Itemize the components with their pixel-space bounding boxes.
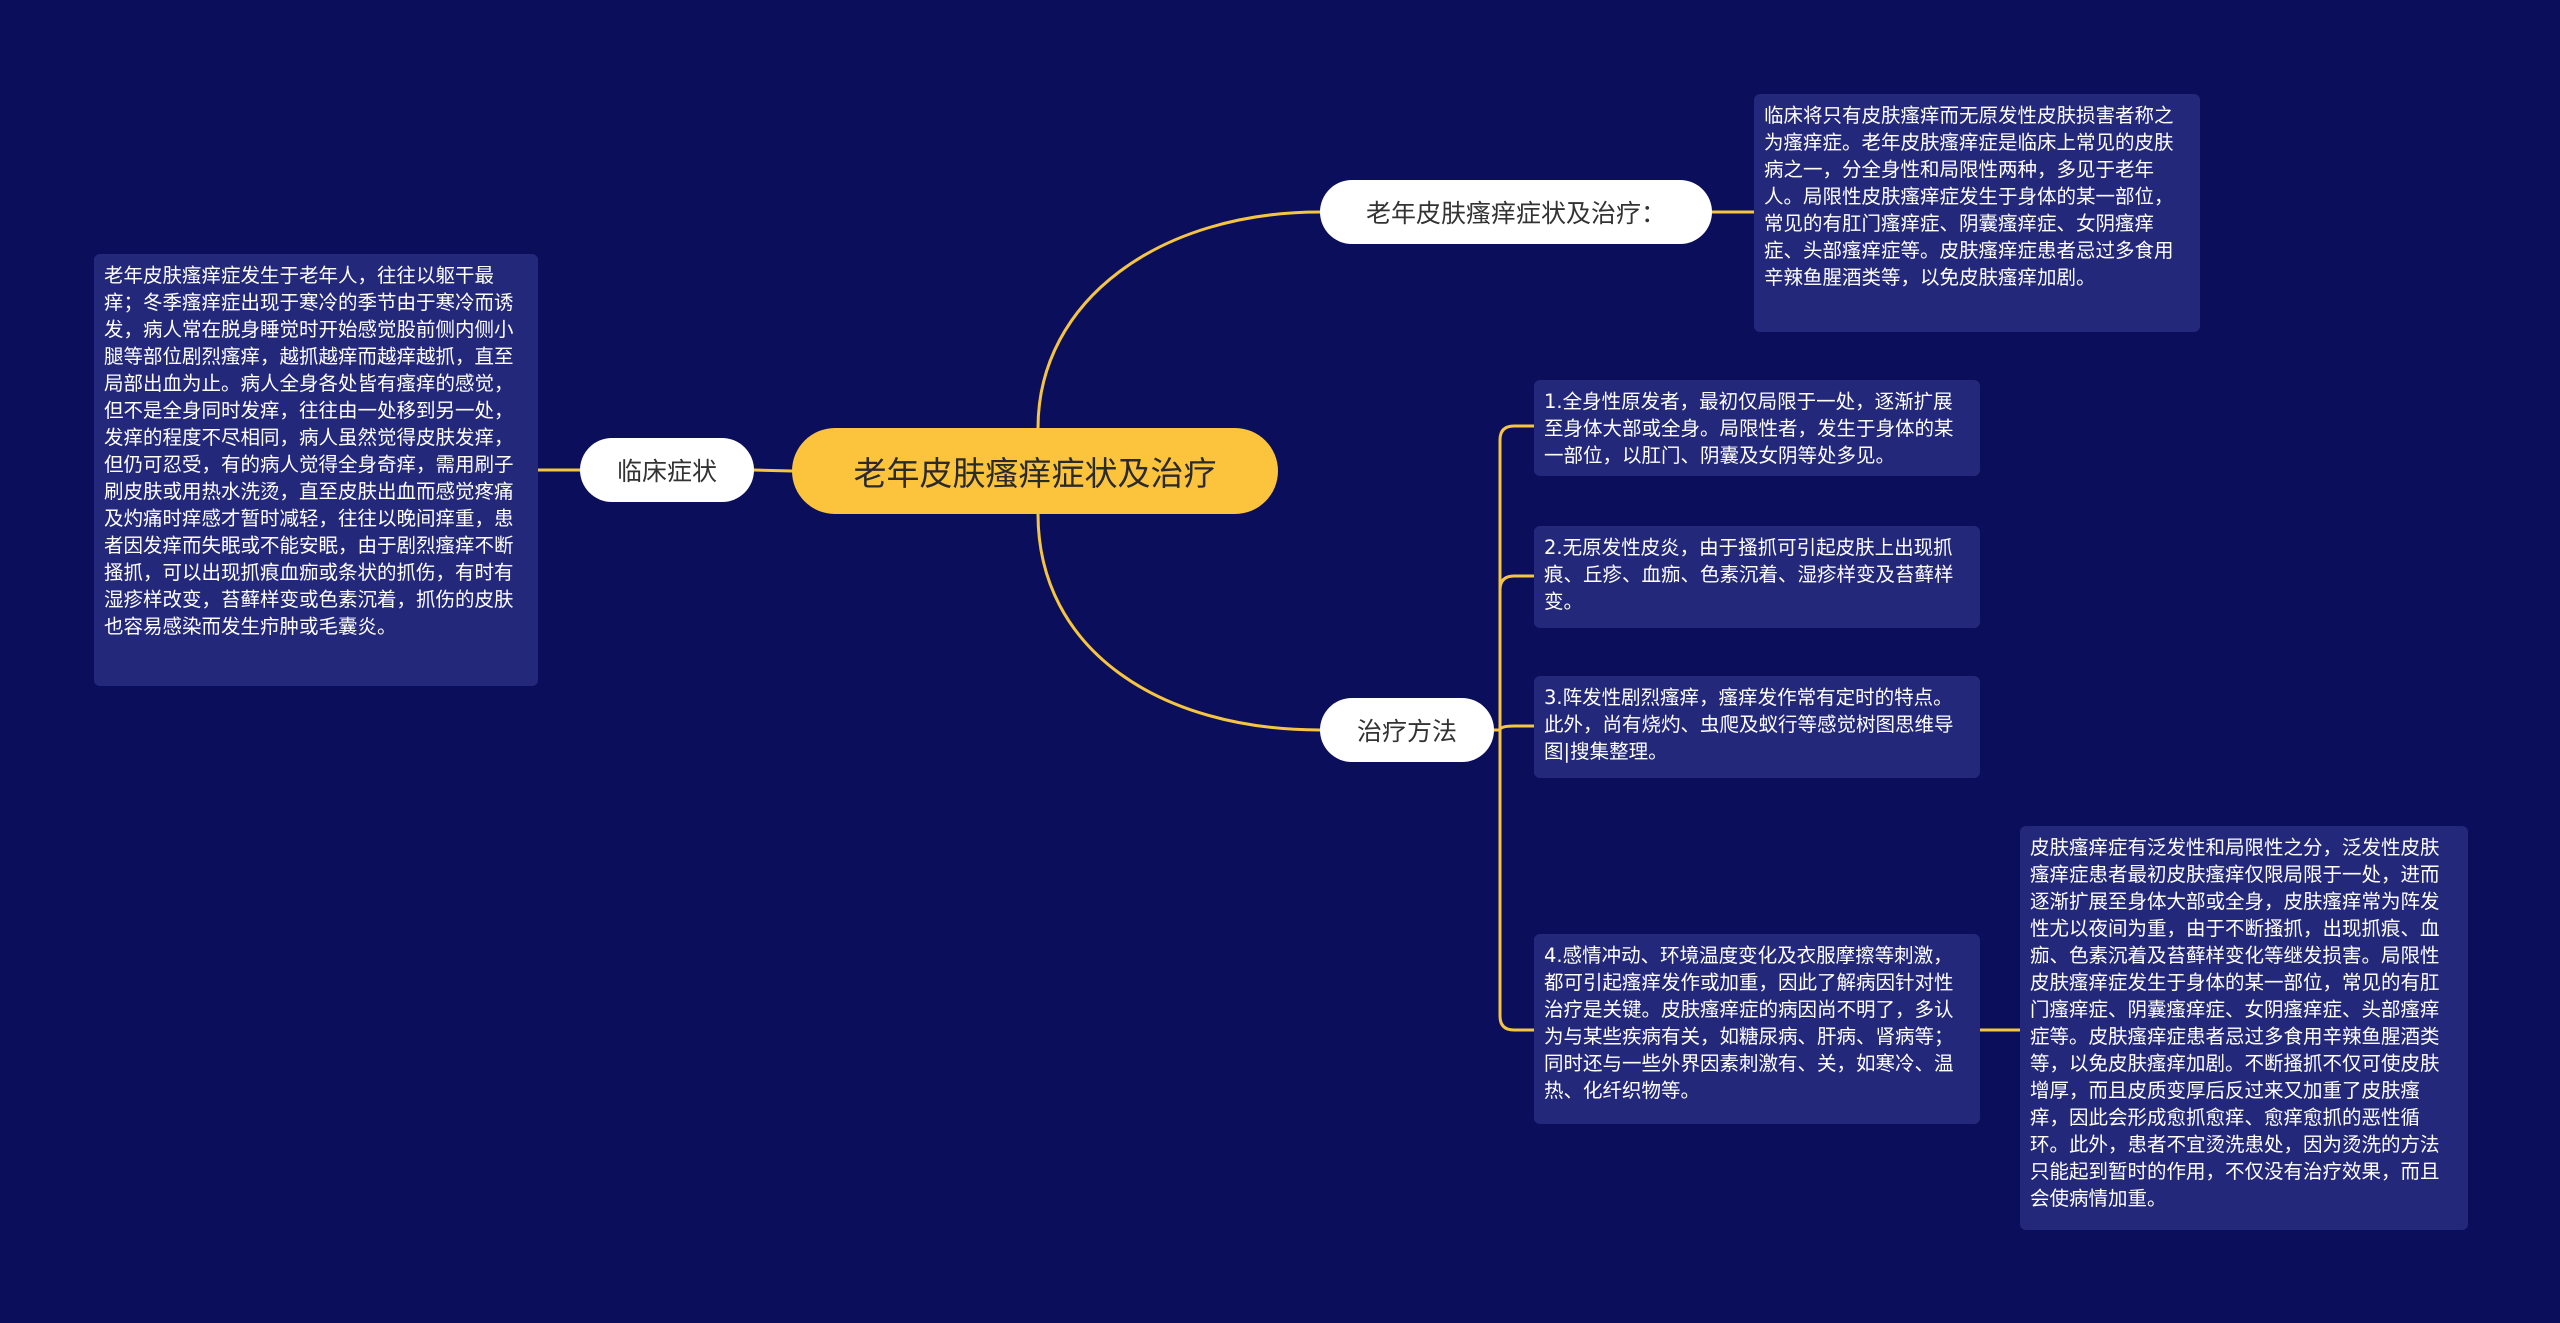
central-topic-label: 老年皮肤瘙痒症状及治疗 bbox=[853, 454, 1217, 493]
treatment-item-2-text: 2.无原发性皮炎，由于搔抓可引起皮肤上出现抓痕、丘疹、血痂、色素沉着、湿疹样变及… bbox=[1544, 536, 1954, 613]
treatment-item-4-card[interactable]: 4.感情冲动、环境温度变化及衣服摩擦等刺激，都可引起瘙痒发作或加重，因此了解病因… bbox=[1534, 934, 1980, 1124]
connector-center-topic bbox=[1036, 210, 1322, 430]
branch-treatment-methods-label: 治疗方法 bbox=[1356, 717, 1457, 746]
clinical-symptoms-detail-card[interactable]: 老年皮肤瘙痒症发生于老年人，往往以躯干最痒；冬季瘙痒症出现于寒冷的季节由于寒冷而… bbox=[94, 254, 538, 686]
treatment-item-4-detail-card[interactable]: 皮肤瘙痒症有泛发性和局限性之分，泛发性皮肤瘙痒症患者最初皮肤瘙痒仅限局限于一处，… bbox=[2020, 826, 2468, 1230]
clinical-symptoms-detail-text: 老年皮肤瘙痒症发生于老年人，往往以躯干最痒；冬季瘙痒症出现于寒冷的季节由于寒冷而… bbox=[104, 264, 514, 638]
branch-symptoms-and-treatment-label: 老年皮肤瘙痒症状及治疗： bbox=[1365, 199, 1666, 228]
treatment-item-2-card[interactable]: 2.无原发性皮炎，由于搔抓可引起皮肤上出现抓痕、丘疹、血痂、色素沉着、湿疹样变及… bbox=[1534, 526, 1980, 628]
symptoms-and-treatment-detail-card[interactable]: 临床将只有皮肤瘙痒而无原发性皮肤损害者称之为瘙痒症。老年皮肤瘙痒症是临床上常见的… bbox=[1754, 94, 2200, 332]
connector-treatment-item-2 bbox=[1498, 574, 1536, 732]
symptoms-and-treatment-detail-text: 临床将只有皮肤瘙痒而无原发性皮肤损害者称之为瘙痒症。老年皮肤瘙痒症是临床上常见的… bbox=[1764, 104, 2174, 289]
branch-treatment-methods[interactable]: 治疗方法 bbox=[1320, 698, 1494, 762]
branch-clinical-symptoms-label: 临床症状 bbox=[616, 457, 717, 486]
treatment-item-3-card[interactable]: 3.阵发性剧烈瘙痒，瘙痒发作常有定时的特点。此外，尚有烧灼、虫爬及蚁行等感觉树图… bbox=[1534, 676, 1980, 778]
treatment-item-1-text: 1.全身性原发者，最初仅局限于一处，逐渐扩展至身体大部或全身。局限性者，发生于身… bbox=[1544, 390, 1954, 467]
branch-symptoms-and-treatment[interactable]: 老年皮肤瘙痒症状及治疗： bbox=[1320, 180, 1712, 244]
connector-center-clinical bbox=[752, 468, 794, 473]
connector-center-treatment bbox=[1036, 512, 1322, 732]
connector-treatment-item-4 bbox=[1498, 728, 1536, 1032]
central-topic[interactable]: 老年皮肤瘙痒症状及治疗 bbox=[792, 428, 1278, 514]
treatment-item-1-card[interactable]: 1.全身性原发者，最初仅局限于一处，逐渐扩展至身体大部或全身。局限性者，发生于身… bbox=[1534, 380, 1980, 476]
connector-treatment-item-1 bbox=[1498, 424, 1536, 732]
treatment-item-4-detail-text: 皮肤瘙痒症有泛发性和局限性之分，泛发性皮肤瘙痒症患者最初皮肤瘙痒仅限局限于一处，… bbox=[2030, 836, 2440, 1210]
treatment-item-3-text: 3.阵发性剧烈瘙痒，瘙痒发作常有定时的特点。此外，尚有烧灼、虫爬及蚁行等感觉树图… bbox=[1544, 686, 1954, 763]
treatment-item-4-text: 4.感情冲动、环境温度变化及衣服摩擦等刺激，都可引起瘙痒发作或加重，因此了解病因… bbox=[1544, 944, 1954, 1102]
connector-treatment-item-3 bbox=[1498, 724, 1536, 732]
branch-clinical-symptoms[interactable]: 临床症状 bbox=[580, 438, 754, 502]
